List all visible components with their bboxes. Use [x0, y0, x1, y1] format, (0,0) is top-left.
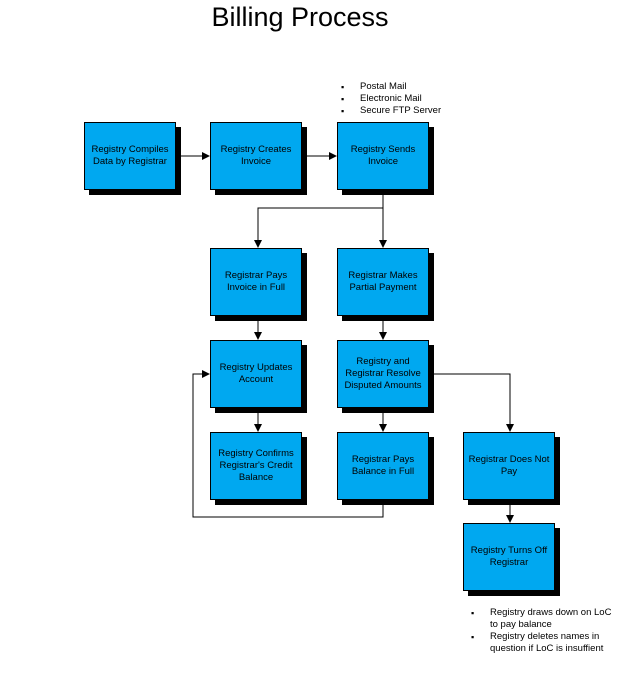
arrow-balance-to-updates: [192, 370, 384, 518]
list-item: Registry deletes names in question if Lo…: [468, 631, 618, 655]
list-item: Registry draws down on LoC to pay balanc…: [468, 607, 618, 631]
box-registrar-pays-balance: Registrar Pays Balance in Full: [337, 432, 429, 500]
send-methods-list: Postal Mail Electronic Mail Secure FTP S…: [338, 81, 441, 117]
box-registrar-does-not-pay: Registrar Does Not Pay: [463, 432, 555, 500]
list-item: Electronic Mail: [338, 93, 441, 105]
box-registry-confirms-credit: Registry Confirms Registrar's Credit Bal…: [210, 432, 302, 500]
box-registry-updates-account: Registry Updates Account: [210, 340, 302, 408]
box-registrar-partial-payment: Registrar Makes Partial Payment: [337, 248, 429, 316]
box-registry-sends-invoice: Registry Sends Invoice: [337, 122, 429, 190]
turn-off-notes-list: Registry draws down on LoC to pay balanc…: [468, 607, 618, 655]
box-registry-turns-off: Registry Turns Off Registrar: [463, 523, 555, 591]
box-registrar-pays-full: Registrar Pays Invoice in Full: [210, 248, 302, 316]
box-registry-compiles: Registry Compiles Data by Registrar: [84, 122, 176, 190]
arrow-resolve-to-not-pay: [430, 373, 514, 432]
box-registry-creates-invoice: Registry Creates Invoice: [210, 122, 302, 190]
list-item: Secure FTP Server: [338, 105, 441, 117]
list-item: Postal Mail: [338, 81, 441, 93]
box-resolve-disputed: Registry and Registrar Resolve Disputed …: [337, 340, 429, 408]
page-title: Billing Process: [211, 2, 389, 32]
arrow-send-to-pays-full: [254, 191, 384, 248]
